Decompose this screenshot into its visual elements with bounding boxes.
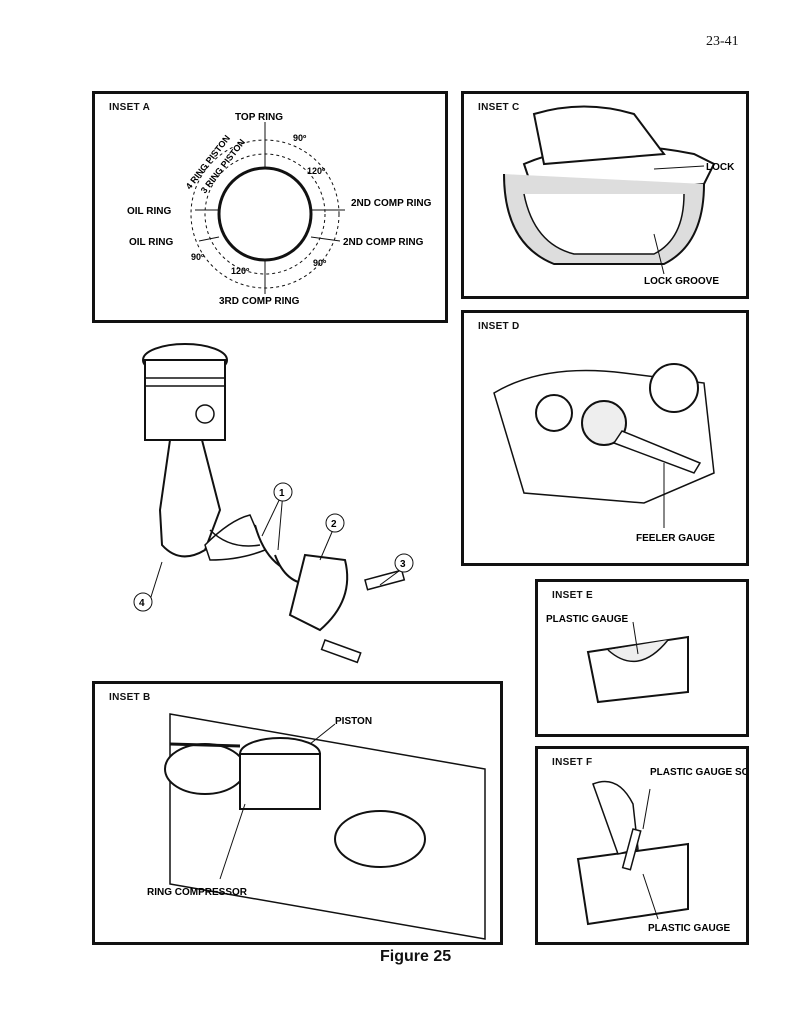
plastic-gauge-scale-text: PLASTIC GAUGE SCALE	[650, 767, 746, 778]
lock-groove-label: LOCK GROOVE	[644, 276, 719, 287]
deg-120-bottom-label: 120º	[231, 266, 250, 276]
callout-2: 2	[331, 519, 337, 530]
page-number: 23-41	[706, 34, 739, 49]
inset-c-title: INSET C	[478, 102, 520, 113]
bearing-lock-illustration: LOCK LOCK GROOVE	[503, 105, 735, 287]
ring-compressor-illustration: PISTON RING COMPRESSOR	[147, 713, 486, 940]
plastic-gauge-scale-illustration: PLASTIC GAUGE SCALE PLASTIC GAUGE	[576, 767, 769, 934]
inset-b-title: INSET B	[109, 692, 151, 703]
lock-label: LOCK	[706, 162, 735, 173]
inset-f-title: INSET F	[552, 757, 593, 768]
figure-caption: Figure 25	[380, 948, 452, 965]
inset-e-title: INSET E	[552, 590, 593, 601]
feeler-gauge-label: FEELER GAUGE	[636, 533, 715, 544]
plastic-gauge-label-f: PLASTIC GAUGE	[648, 923, 731, 934]
deg-90-top-label: 90º	[293, 133, 307, 143]
inset-a-panel: INSET A TOP RING 4 RING PISTON 3 RING PI…	[92, 91, 448, 323]
inset-d-title: INSET D	[478, 321, 520, 332]
inset-e-panel: INSET E PLASTIC GAUGE	[535, 579, 749, 737]
third-comp-ring-label: 3RD COMP RING	[219, 296, 300, 307]
callout-1: 1	[279, 488, 285, 499]
ring-gap-diagram: TOP RING 4 RING PISTON 3 RING PISTON 90º…	[127, 112, 432, 307]
ring-compressor-label: RING COMPRESSOR	[147, 887, 248, 898]
inset-f-panel: INSET F PLASTIC GAUGE SCALE PLASTIC GAUG…	[535, 746, 769, 945]
second-comp-ring-text-1: 2ND COMP RING	[351, 198, 432, 209]
second-comp-ring-label-2: 2ND COMP RING	[343, 237, 424, 248]
deg-90-right-label: 90º	[313, 258, 327, 268]
deg-90-left-label: 90º	[191, 252, 205, 262]
inset-a-title: INSET A	[109, 102, 151, 113]
callout-4: 4	[139, 598, 145, 609]
inset-c-panel: INSET C LOCK LOCK GROOVE	[461, 91, 749, 299]
oil-ring-label-2: OIL RING	[129, 237, 173, 248]
piston-rod-exploded-view: 1 2 3 4	[133, 343, 414, 664]
callout-3: 3	[400, 559, 406, 570]
feeler-gauge-illustration: FEELER GAUGE	[493, 363, 715, 544]
plastic-gauge-label: PLASTIC GAUGE	[546, 614, 629, 625]
oil-ring-label-1: OIL RING	[127, 206, 171, 217]
inset-d-panel: INSET D FEELER GAUGE	[461, 310, 749, 566]
piston-label: PISTON	[335, 716, 372, 727]
plastic-gauge-bearing-cap: PLASTIC GAUGE	[546, 614, 689, 704]
top-ring-label: TOP RING	[235, 112, 283, 123]
plastic-gauge-scale-label: PLASTIC GAUGE SCALE	[650, 767, 746, 778]
inset-b-panel: INSET B PISTON RING COMPRESSOR	[92, 681, 503, 945]
deg-120-top-label: 120º	[307, 166, 326, 176]
second-comp-ring-label-1: 2ND COMP RING	[351, 198, 432, 209]
